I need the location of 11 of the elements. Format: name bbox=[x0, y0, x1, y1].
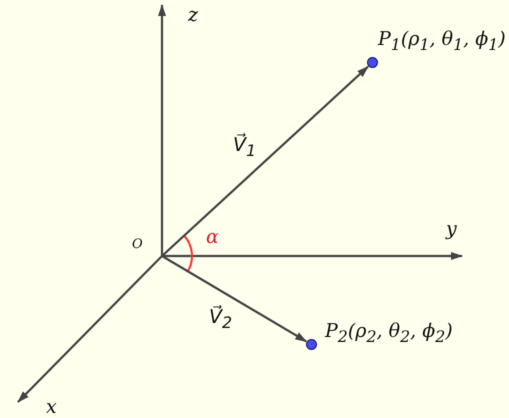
point-label: P$_{1}$(ρ$_{1}$, θ$_{1}$, ϕ$_{1}$) bbox=[378, 30, 506, 53]
point-marker bbox=[306, 339, 317, 350]
axis-label: z bbox=[188, 6, 198, 25]
axis-label: y bbox=[446, 220, 457, 239]
point-marker bbox=[367, 57, 378, 68]
axis-label: x bbox=[46, 398, 57, 417]
vector-arrow bbox=[161, 255, 308, 342]
origin-label: O bbox=[128, 236, 162, 256]
point-label: P$_{2}$(ρ$_{2}$, θ$_{2}$, ϕ$_{2}$) bbox=[325, 322, 453, 345]
angle-label: α bbox=[206, 228, 219, 247]
vector-arrow bbox=[161, 66, 369, 257]
